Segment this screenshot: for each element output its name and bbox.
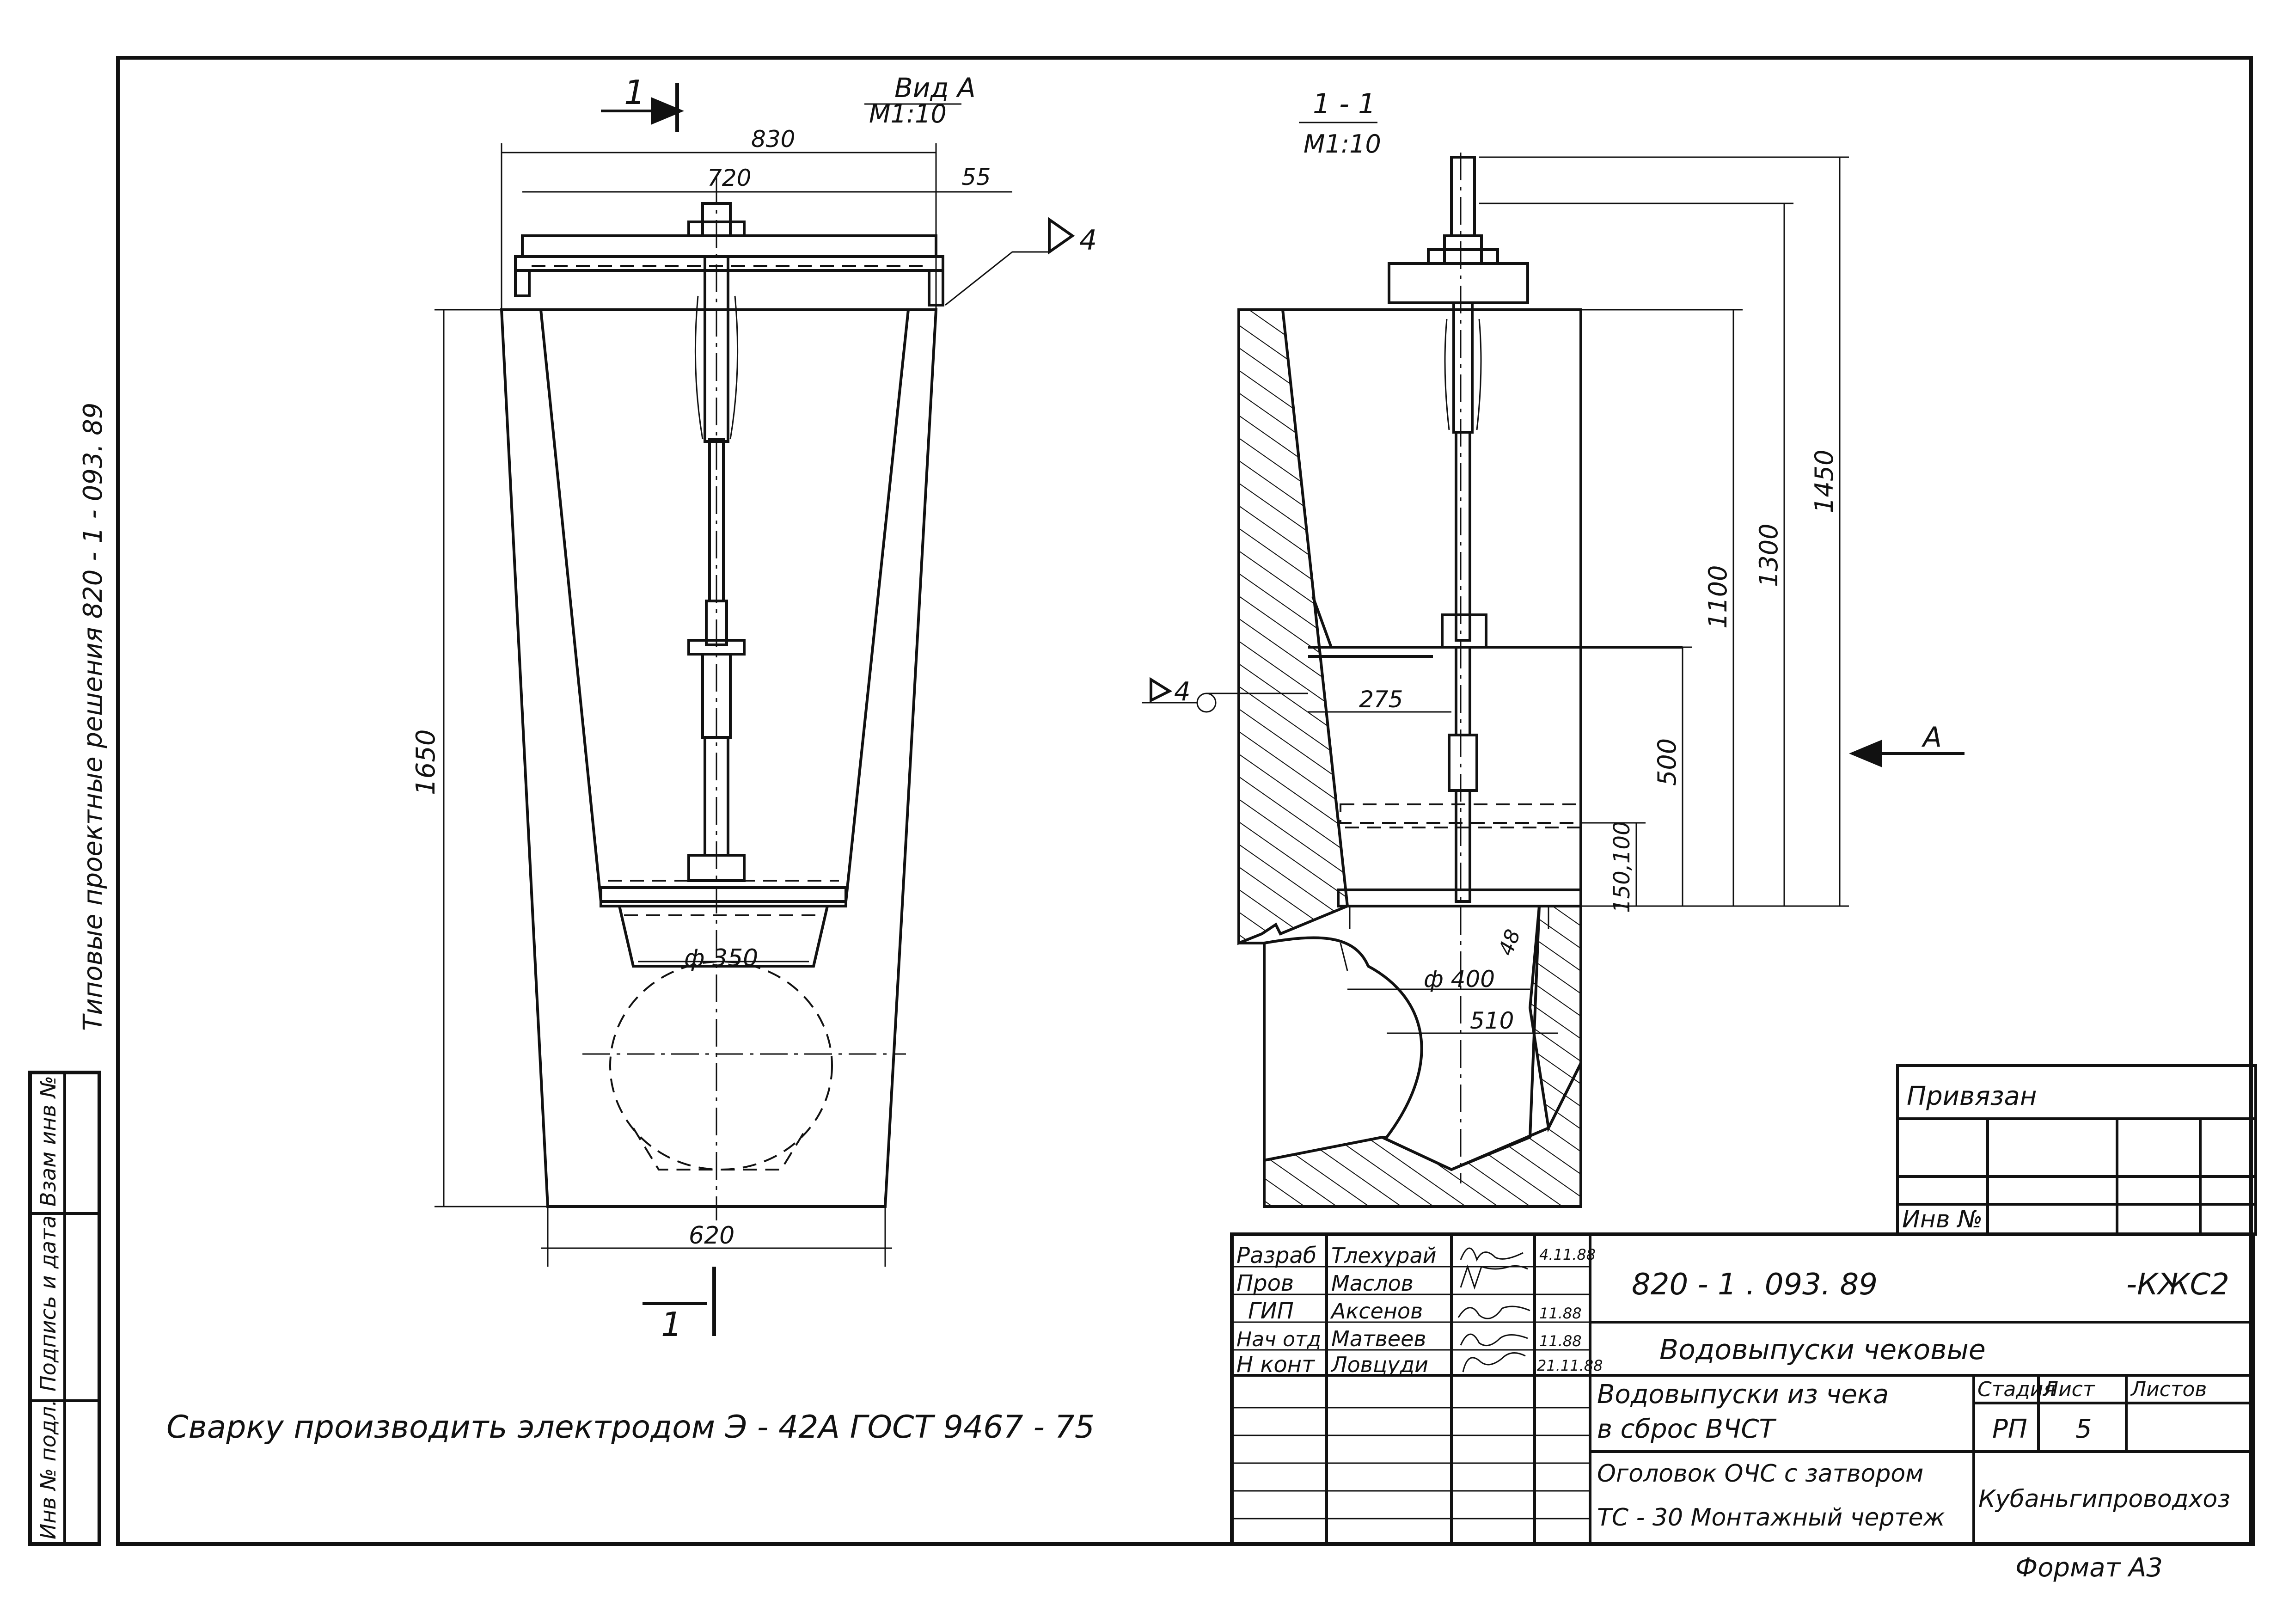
series-label: Типовые проектные решения 820 - 1 - 093.… [78,403,108,1031]
stamp-replace-inv: Взам инв № [36,1076,61,1207]
role-n-kont: Н конт [1236,1352,1316,1378]
sheets-label: Листов [2130,1378,2207,1401]
signature-2 [1460,1264,1528,1290]
right-view-title: 1 - 1 [1313,88,1376,120]
dim-510: 510 [1470,1007,1514,1034]
left-weld-symbol: 4 [1079,224,1097,257]
left-view-scale: М1:10 [869,99,947,129]
role-razrab: Разраб [1236,1243,1316,1269]
dim-phi350: ф 350 [684,944,758,972]
name-1: Тлехурай [1331,1243,1437,1268]
concrete-wall-left [1237,308,1349,945]
signature-5 [1462,1352,1526,1373]
name-5: Ловцуди [1330,1352,1428,1377]
signature-3 [1457,1305,1530,1319]
format-label: Формат А3 [2015,1553,2163,1583]
section-mark-top: 1 [624,73,645,112]
sheet-title-line1: Водовыпуски из чека [1597,1379,1889,1410]
dim-150-100: 150,100 [1609,821,1635,913]
binding-table: Привязан Инв № [1896,1064,2257,1236]
dim-620: 620 [689,1222,734,1250]
dim-830: 830 [751,126,795,153]
right-weld-symbol: 4 [1174,677,1191,707]
right-view-scale: М1:10 [1304,129,1381,159]
date-5: 21.11.88 [1537,1357,1603,1374]
stamp-signature-date: Подпись и дата [36,1215,61,1391]
organization: Кубаньгипроводхоз [1978,1485,2230,1513]
dim-1450: 1450 [1810,450,1839,513]
drawing-title-line1: Оголовок ОЧС с затвором [1597,1460,1923,1488]
welding-note: Сварку производить электродом Э - 42А ГО… [166,1409,1095,1446]
left-view-title: Вид А [894,72,976,104]
signature-4 [1460,1333,1528,1347]
role-nach-otd: Нач отд [1236,1328,1321,1351]
name-2: Маслов [1331,1271,1414,1296]
sheet-frame [116,56,2253,1546]
dim-1300: 1300 [1754,524,1783,587]
sheet-title-line2: в сброс ВЧСТ [1597,1414,1776,1444]
stage-label: Стадия [1977,1378,2056,1401]
left-view: Вид А М1:10 1 1 830 720 55 4 [411,72,1097,1344]
dim-48: 48 [1494,926,1525,959]
designation: 820 - 1 . 093. 89 [1632,1268,1878,1302]
role-prov: Пров [1236,1270,1294,1296]
stage-value: РП [1992,1414,2027,1444]
signature-1 [1460,1247,1524,1262]
side-stamp: Инв № подл. Подпись и дата Взам инв № [28,1071,101,1546]
stamp-inv-podl: Инв № подл. [36,1399,61,1539]
sheet-label: Лист [2042,1378,2095,1401]
binding-inv-label: Инв № [1902,1206,1983,1233]
drawing-title-line2: ТС - 30 Монтажный чертеж [1597,1504,1945,1532]
binding-title: Привязан [1907,1081,2037,1111]
dim-1650: 1650 [411,729,441,795]
date-4: 11.88 [1539,1332,1582,1350]
dim-phi400: ф 400 [1424,966,1495,993]
role-gip: ГИП [1248,1298,1294,1324]
object-name: Водовыпуски чековые [1659,1334,1986,1366]
date-3: 11.88 [1539,1305,1582,1322]
name-4: Матвеев [1331,1326,1426,1351]
title-block: Разраб Пров ГИП Нач отд Н конт Тлехурай … [1230,1232,2255,1546]
dim-55: 55 [961,164,991,190]
dim-275: 275 [1359,686,1403,713]
dim-720: 720 [707,165,751,191]
name-3: Аксенов [1330,1299,1423,1324]
dim-1100: 1100 [1703,565,1732,629]
section-mark-bottom: 1 [661,1305,682,1344]
sheet-value: 5 [2075,1414,2092,1444]
date-1: 4.11.88 [1539,1246,1596,1263]
right-view: 1 - 1 М1:10 [1142,88,1965,1208]
designation-code: -КЖС2 [2126,1268,2229,1302]
view-arrow-a: А [1921,721,1942,754]
dim-500: 500 [1652,738,1682,786]
